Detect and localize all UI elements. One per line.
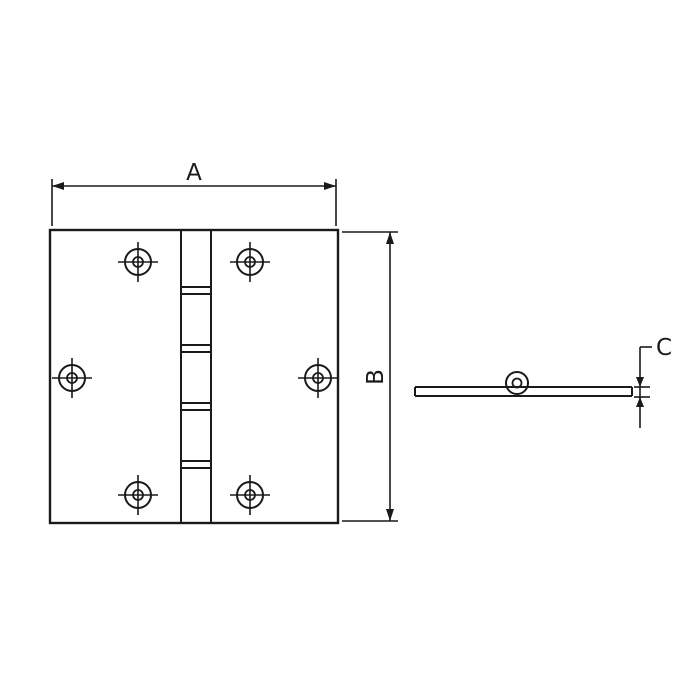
dim-c-label: C — [656, 335, 672, 361]
dim-b-arrow-top — [386, 232, 394, 244]
hinge-leaf-outline — [48, 228, 340, 525]
screw-hole-bottom-left — [117, 474, 159, 516]
screw-hole-middle-left — [51, 357, 93, 399]
dim-a-arrow-right — [324, 182, 336, 190]
hinge-front-view — [48, 228, 340, 525]
screw-hole-top-left — [117, 241, 159, 283]
dim-b-arrow-bottom — [386, 509, 394, 521]
dim-a-arrow-left — [52, 182, 64, 190]
screw-hole-top-right — [229, 241, 271, 283]
screw-hole-bottom-right — [229, 474, 271, 516]
dimension-width: A — [51, 160, 337, 226]
knuckle-divider — [180, 460, 212, 469]
dimension-height: B — [342, 231, 398, 522]
hinge-side-view — [414, 371, 633, 397]
hinge-knuckle-strip — [180, 230, 212, 523]
dim-b-label: B — [363, 369, 389, 385]
knuckle-divider — [180, 402, 212, 411]
dim-a-label: A — [186, 160, 202, 186]
knuckle-divider — [180, 286, 212, 295]
knuckle-divider — [180, 344, 212, 353]
screw-hole-middle-right — [297, 357, 339, 399]
dim-c-arrow-top — [636, 377, 644, 387]
pin-barrel-inner — [511, 377, 523, 389]
dim-c-arrow-bottom — [636, 397, 644, 407]
dimension-thickness: C — [634, 335, 672, 428]
pin-barrel-outer — [505, 371, 529, 395]
